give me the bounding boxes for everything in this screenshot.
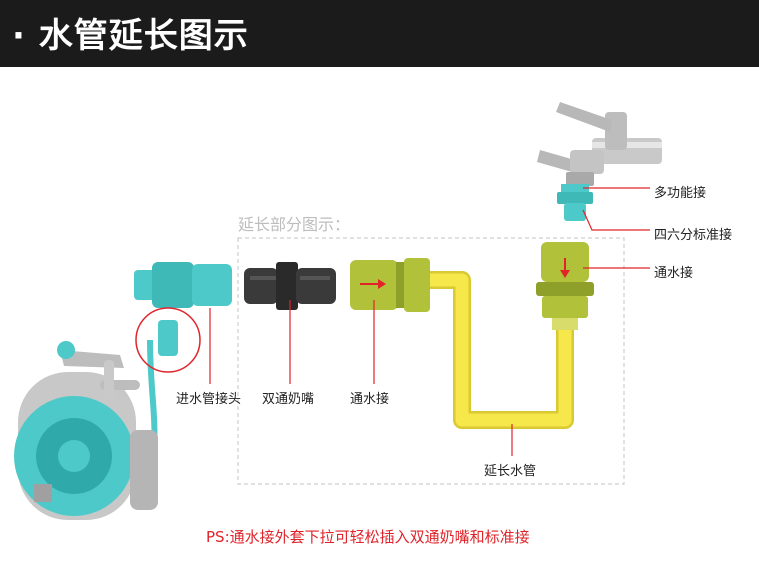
header-divider bbox=[0, 64, 759, 67]
label-extension-hose: 延长水管 bbox=[484, 464, 537, 479]
inlet-connector-icon bbox=[134, 262, 232, 308]
label-quick-connector-right: 通水接 bbox=[654, 266, 694, 281]
faucet-icon bbox=[537, 102, 662, 186]
ps-note: PS:通水接外套下拉可轻松插入双通奶嘴和标准接 bbox=[206, 528, 530, 546]
label-inlet-connector: 进水管接头 bbox=[176, 392, 242, 407]
right-arrow-icon bbox=[378, 279, 386, 289]
label-quick-connector-left: 通水接 bbox=[350, 392, 390, 407]
down-arrow-icon bbox=[560, 270, 570, 278]
label-double-nipple: 双通奶嘴 bbox=[262, 392, 315, 407]
right-quick-connector-icon bbox=[536, 242, 594, 330]
extension-area-frame bbox=[237, 237, 625, 485]
label-standard-46: 四六分标准接 bbox=[654, 228, 733, 243]
leader-lines bbox=[209, 187, 650, 456]
multi-function-adapter-icon bbox=[557, 184, 593, 221]
double-nipple-icon bbox=[244, 262, 336, 310]
highlight-circle bbox=[135, 307, 201, 373]
page-title: · 水管延长图示 bbox=[12, 16, 249, 56]
header-bar: · 水管延长图示 bbox=[0, 0, 759, 64]
extension-section-label: 延长部分图示： bbox=[238, 215, 351, 234]
reel-connector-icon bbox=[158, 320, 178, 356]
extension-hose bbox=[430, 273, 572, 427]
label-multi-function: 多功能接 bbox=[654, 186, 707, 201]
hose-reel-icon bbox=[14, 339, 158, 520]
